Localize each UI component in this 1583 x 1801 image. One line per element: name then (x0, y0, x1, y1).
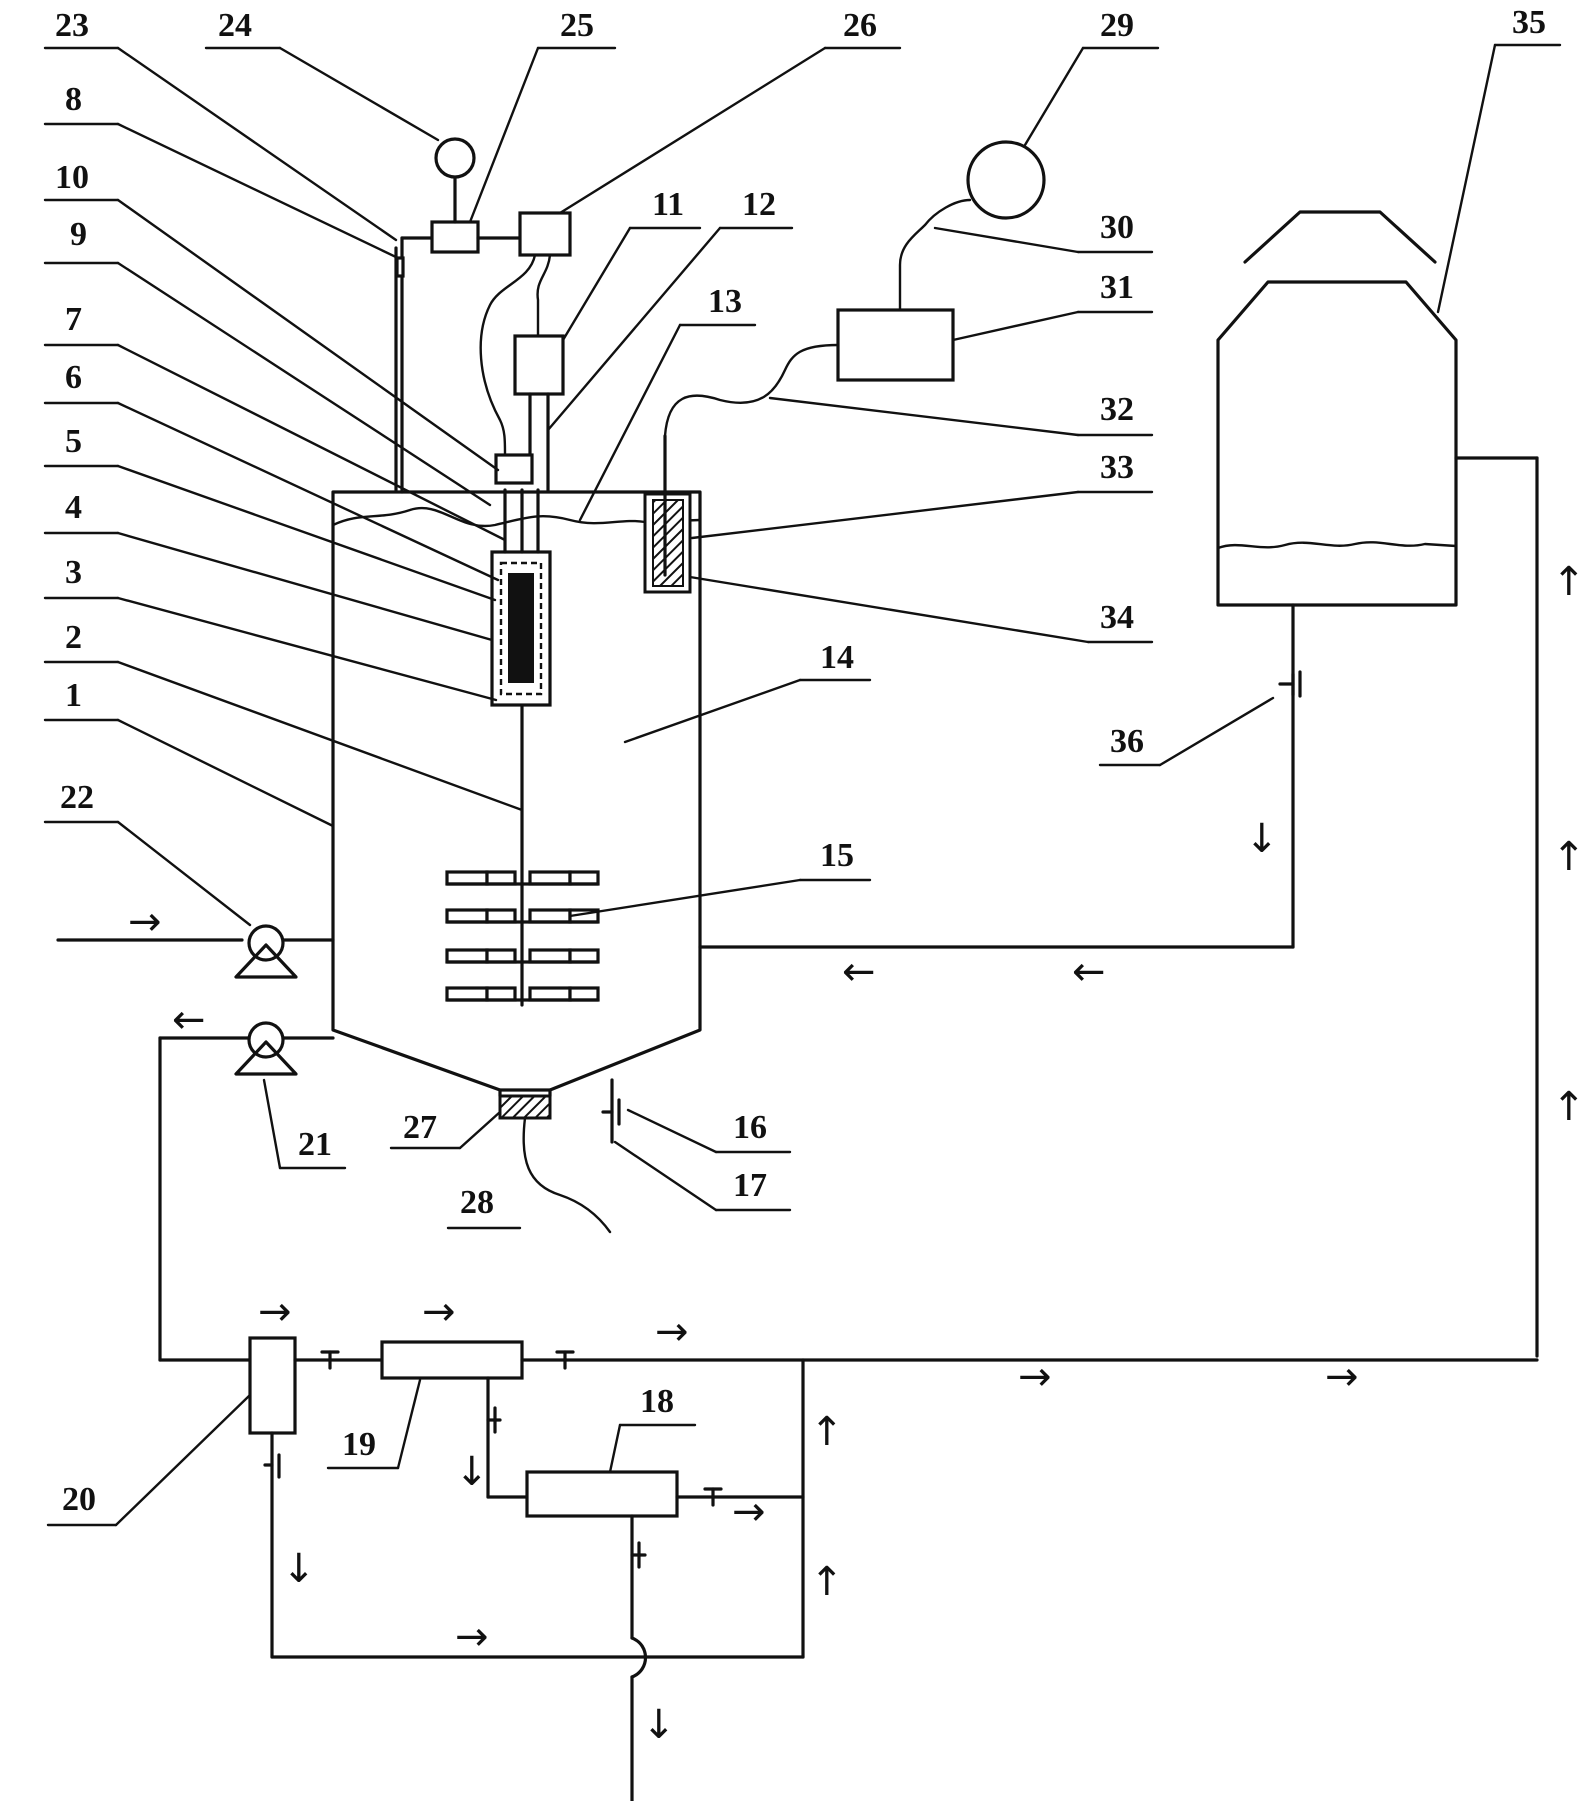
impeller-row-3 (445, 948, 600, 964)
label-28: 28 (460, 1184, 494, 1221)
arrow-up: ↑ (1552, 559, 1583, 605)
top-instruments (394, 137, 572, 494)
arrow-left: ← (172, 997, 206, 1043)
label-11: 11 (652, 186, 684, 223)
label-6: 6 (65, 359, 82, 396)
arrow-right: → (655, 1309, 689, 1355)
label-14: 14 (820, 639, 854, 676)
label-13: 13 (708, 283, 742, 320)
monitor-29 (966, 140, 1046, 220)
arrow-down: ↓ (282, 1546, 316, 1592)
electrode-assembly (490, 488, 552, 707)
storage-tank (698, 210, 1539, 1358)
label-26: 26 (843, 7, 877, 44)
label-32: 32 (1100, 391, 1134, 428)
number-labels: 23 24 25 26 29 35 8 10 9 11 12 30 7 13 3… (55, 4, 1546, 1518)
stirrer (445, 703, 600, 1007)
label-17: 17 (733, 1167, 767, 1204)
arrow-right: → (732, 1489, 766, 1535)
label-16: 16 (733, 1109, 767, 1146)
label-10: 10 (55, 159, 89, 196)
filter-19 (380, 1340, 524, 1380)
probe-assembly (643, 140, 1046, 594)
pump-21 (247, 1021, 285, 1059)
box-11 (513, 334, 565, 396)
box-9 (494, 453, 534, 485)
label-15: 15 (820, 837, 854, 874)
label-20: 20 (62, 1481, 96, 1518)
gauge-24 (434, 137, 476, 179)
valve-25 (430, 220, 480, 254)
flow-arrows: → ← ← ← ↓ ↑ ↑ ↑ → → → → → ↑ ↓ → ↑ ↓ → ↓ (128, 559, 1583, 1748)
pump-22 (247, 924, 285, 962)
arrow-right: → (1325, 1354, 1359, 1400)
label-31: 31 (1100, 269, 1134, 306)
filtration-section (248, 1336, 1539, 1801)
label-9: 9 (70, 216, 87, 253)
filter-20 (248, 1336, 297, 1435)
arrow-right: → (258, 1289, 292, 1335)
label-24: 24 (218, 7, 252, 44)
arrow-up: ↑ (1552, 834, 1583, 880)
arrow-right: → (422, 1289, 456, 1335)
impeller-row-2 (445, 908, 600, 924)
arrow-up: ↑ (810, 1409, 844, 1455)
arrow-left: ← (1072, 949, 1106, 995)
label-7: 7 (65, 301, 82, 338)
label-2: 2 (65, 619, 82, 656)
label-30: 30 (1100, 209, 1134, 246)
label-27: 27 (403, 1109, 437, 1146)
label-36: 36 (1110, 723, 1144, 760)
arrow-right: → (1018, 1354, 1052, 1400)
label-18: 18 (640, 1383, 674, 1420)
arrow-right: → (455, 1614, 489, 1660)
label-34: 34 (1100, 599, 1134, 636)
pumps (56, 924, 335, 1362)
label-23: 23 (55, 7, 89, 44)
label-4: 4 (65, 489, 82, 526)
label-3: 3 (65, 554, 82, 591)
arrow-down: ↓ (1245, 816, 1279, 862)
label-19: 19 (342, 1426, 376, 1463)
filter-18 (525, 1470, 679, 1518)
impeller-row-4 (445, 986, 600, 1002)
arrow-left: ← (842, 949, 876, 995)
label-8: 8 (65, 81, 82, 118)
bottom-outlet (498, 1078, 621, 1234)
label-12: 12 (742, 186, 776, 223)
box-26 (518, 211, 572, 257)
impeller-row-1 (445, 870, 600, 886)
label-33: 33 (1100, 449, 1134, 486)
label-21: 21 (298, 1126, 332, 1163)
arrow-down: ↓ (642, 1702, 676, 1748)
arrow-up: ↑ (1552, 1084, 1583, 1130)
arrow-down: ↓ (455, 1449, 489, 1495)
label-35: 35 (1512, 4, 1546, 41)
label-1: 1 (65, 677, 82, 714)
box-31 (836, 308, 955, 382)
arrow-right: → (128, 899, 162, 945)
label-25: 25 (560, 7, 594, 44)
label-5: 5 (65, 423, 82, 460)
label-22: 22 (60, 779, 94, 816)
leader-lines (43, 43, 1562, 1527)
label-29: 29 (1100, 7, 1134, 44)
arrow-up: ↑ (810, 1559, 844, 1605)
